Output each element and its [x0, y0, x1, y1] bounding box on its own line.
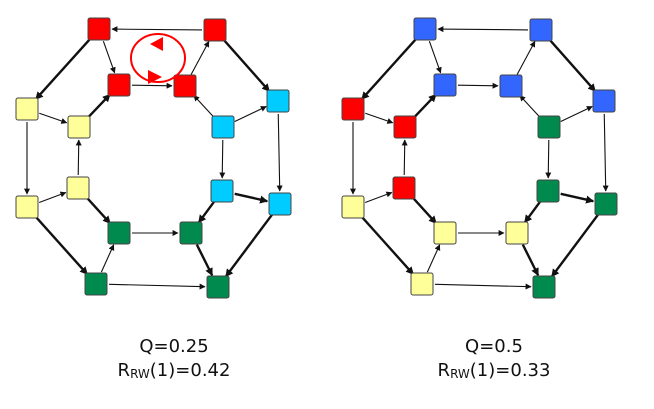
edge-o6-o5 — [108, 283, 206, 290]
node-i7 — [392, 176, 416, 200]
edge-o7-i7 — [364, 191, 393, 203]
cycle-annotation — [130, 33, 186, 84]
edge-o3-o4 — [276, 113, 283, 192]
random-walk-label-left: RRW(1)=0.42 — [117, 360, 231, 381]
node-i4 — [210, 179, 234, 203]
node-i5 — [179, 221, 203, 245]
edge-i8-i1 — [87, 93, 111, 119]
edge-i3-o3 — [560, 106, 593, 122]
edge-i2-o2 — [190, 40, 210, 75]
caption-left: Q=0.25 RRW(1)=0.42 — [64, 335, 284, 386]
edge-o1-o8 — [360, 37, 418, 101]
node-o7 — [341, 195, 365, 219]
edge-i1-i2 — [131, 82, 173, 89]
node-o1 — [413, 17, 437, 41]
edge-o4-o5 — [550, 213, 600, 278]
node-i3 — [211, 115, 235, 139]
edge-i3-o3 — [234, 106, 267, 122]
node-o3 — [266, 89, 290, 113]
edge-i5-o5 — [195, 244, 214, 277]
edge-i7-i6 — [411, 196, 438, 225]
edge-i8-i1 — [413, 93, 437, 119]
edge-i3-i2 — [519, 95, 541, 118]
node-o5 — [206, 275, 230, 299]
node-o4 — [594, 192, 618, 216]
edge-o6-o5 — [434, 283, 532, 290]
node-i1 — [433, 73, 457, 97]
edge-i3-i4 — [545, 139, 552, 179]
edge-o7-o6 — [360, 215, 415, 276]
edge-o6-i6 — [100, 244, 115, 273]
modularity-label-left: Q=0.25 — [139, 336, 209, 357]
edge-i4-o4 — [560, 192, 595, 204]
node-i1 — [107, 73, 131, 97]
node-o2 — [203, 18, 227, 42]
node-i6 — [107, 221, 131, 245]
edge-o4-o5 — [224, 213, 274, 278]
edge-o7-o6 — [34, 215, 89, 276]
edge-i5-o5 — [521, 244, 540, 277]
edge-i4-i5 — [523, 200, 542, 224]
cycle-ellipse — [130, 33, 186, 83]
node-i7 — [66, 176, 90, 200]
node-o8 — [15, 97, 39, 121]
edge-o2-o3 — [548, 38, 597, 93]
node-i6 — [433, 221, 457, 245]
edge-o3-o4 — [602, 113, 609, 192]
edge-o6-i6 — [426, 244, 441, 273]
node-o4 — [268, 192, 292, 216]
modularity-label-right: Q=0.5 — [465, 336, 523, 357]
network-panel-right — [341, 17, 618, 299]
node-o5 — [532, 275, 556, 299]
network-panel-left — [15, 17, 292, 299]
edge-o8-i8 — [39, 112, 68, 124]
edge-o8-i8 — [365, 112, 394, 124]
node-o2 — [529, 18, 553, 42]
node-o6 — [84, 272, 108, 296]
node-i8 — [67, 115, 91, 139]
edge-i1-i2 — [457, 82, 499, 89]
edge-o1-i1 — [102, 41, 116, 74]
random-walk-label-right: RRW(1)=0.33 — [437, 360, 551, 381]
node-o1 — [87, 17, 111, 41]
edge-i3-i2 — [193, 95, 215, 118]
node-i4 — [536, 179, 560, 203]
edge-i2-o2 — [516, 40, 536, 75]
edge-o7-i7 — [38, 191, 67, 203]
node-o3 — [592, 89, 616, 113]
node-o7 — [15, 195, 39, 219]
node-o8 — [341, 97, 365, 121]
edge-i7-i6 — [85, 196, 112, 225]
edge-i7-i8 — [75, 139, 82, 176]
caption-right: Q=0.5 RRW(1)=0.33 — [384, 335, 604, 386]
cycle-arrowhead-bottom — [148, 70, 162, 84]
edge-o2-o1 — [437, 26, 529, 33]
edge-o1-o8 — [34, 37, 92, 101]
edge-i7-i8 — [401, 139, 408, 176]
node-o6 — [410, 272, 434, 296]
edge-o2-o3 — [222, 38, 271, 93]
edge-i4-i5 — [197, 200, 216, 224]
node-i2 — [173, 74, 197, 98]
node-i2 — [499, 74, 523, 98]
edge-o1-i1 — [428, 41, 442, 74]
edge-i4-o4 — [234, 192, 269, 204]
node-i5 — [505, 221, 529, 245]
cycle-arrowhead-top — [150, 37, 163, 51]
node-i3 — [537, 115, 561, 139]
edge-i3-i4 — [219, 139, 226, 179]
node-i8 — [393, 115, 417, 139]
edge-o2-o1 — [111, 26, 203, 33]
